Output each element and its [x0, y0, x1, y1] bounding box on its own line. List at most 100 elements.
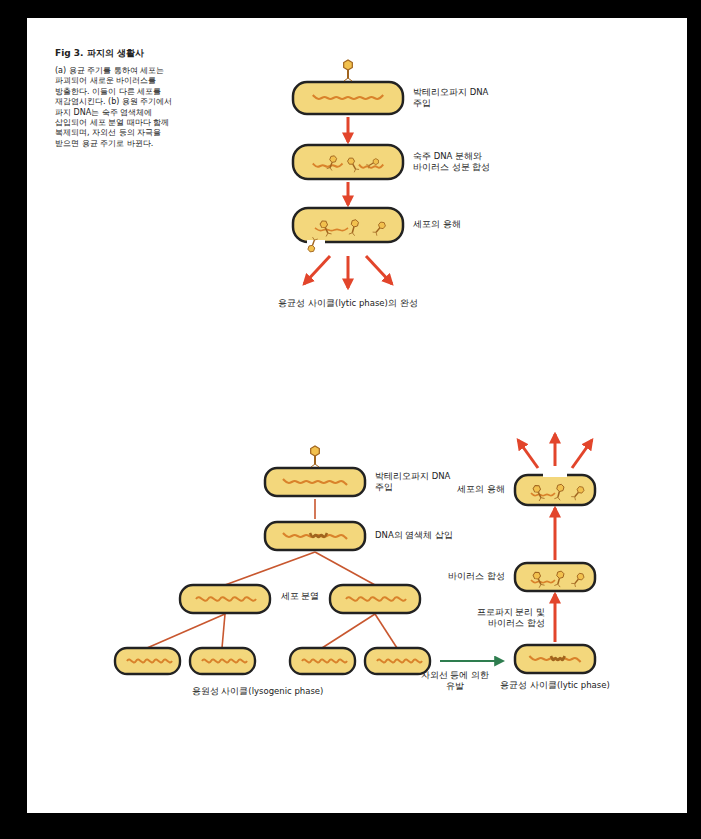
cell-body — [515, 645, 595, 673]
phage — [326, 155, 337, 171]
bacterium-cell — [190, 648, 255, 674]
phage-head — [556, 483, 564, 492]
cell-body — [293, 82, 403, 114]
phage-tail — [369, 163, 373, 165]
step-label: 용균성 사이클(lytic phase) — [500, 680, 610, 691]
bacterium-cell: 박테리오파지 DNA 주입 — [265, 468, 365, 496]
edge-label: 프로파지 분리 및 바이러스 합성 — [467, 607, 545, 629]
phage — [571, 572, 585, 587]
dna-fragment — [315, 228, 348, 231]
phage-legs — [538, 496, 544, 501]
phage-head — [532, 571, 541, 581]
phage-legs — [571, 582, 577, 587]
phage-head — [319, 220, 328, 230]
dna-fragment — [313, 164, 343, 167]
phage — [532, 571, 545, 588]
phage — [554, 570, 564, 587]
bacterium-cell — [115, 648, 180, 674]
annotation: 세포 분열 — [272, 591, 328, 602]
dna-fragment — [531, 493, 555, 496]
release-arrow — [554, 434, 557, 466]
phage-tail — [558, 492, 560, 498]
phage-tail — [314, 456, 316, 464]
prophage-dna — [551, 656, 565, 660]
step-label: 박테리오파지 DNA 주입 — [413, 87, 493, 109]
cell-wall — [515, 645, 595, 673]
phage — [532, 484, 545, 501]
phage-tail — [558, 578, 560, 584]
wall-gap — [307, 240, 325, 244]
phage-tail — [313, 240, 315, 245]
annotation: 용원성 사이클(lysogenic phase) — [150, 686, 365, 697]
phage-tail — [353, 164, 356, 169]
bacterium-cell: 숙주 DNA 분해와 바이러스 성분 합성 — [293, 145, 403, 179]
phage — [554, 483, 564, 500]
phage-head — [347, 157, 356, 166]
phage — [347, 157, 360, 173]
cell-wall — [293, 82, 403, 114]
bacterium-cell: DNA의 염색체 삽입 — [265, 522, 365, 550]
bacterium-cell — [290, 648, 355, 674]
phage — [311, 446, 320, 467]
bacterial-dna — [283, 479, 347, 485]
bacterium-cell — [330, 585, 420, 613]
phage-head — [556, 570, 564, 579]
phage-legs — [571, 495, 577, 500]
tree-line — [225, 552, 315, 585]
bacterium-cell: 박테리오파지 DNA 주입 — [293, 82, 403, 114]
process-arrow — [554, 508, 557, 560]
cell-body — [515, 475, 595, 505]
phage-legs — [325, 232, 331, 237]
process-arrow — [347, 117, 350, 142]
step-label: 세포의 용해 — [443, 484, 505, 495]
process-arrow — [554, 594, 557, 642]
cell-wall — [515, 475, 595, 505]
cell-wall — [265, 468, 365, 496]
phage-head — [311, 446, 320, 456]
bacterium-cell: 용균성 사이클(lytic phase) — [515, 645, 595, 673]
cell-body — [265, 468, 365, 496]
bacterial-dna — [529, 656, 580, 662]
cell-body — [265, 522, 365, 550]
release-arrow — [304, 256, 330, 284]
phage — [344, 60, 353, 81]
phage-legs — [327, 167, 333, 171]
phage — [366, 158, 380, 169]
phage-legs — [538, 583, 544, 588]
phage-head — [372, 158, 380, 165]
tree-line — [315, 552, 375, 585]
phage-legs — [312, 237, 318, 241]
phage-tail — [575, 579, 579, 583]
phage-tail — [325, 228, 328, 233]
phage-legs — [311, 464, 319, 467]
release-arrow — [572, 440, 592, 468]
release-arrows — [304, 256, 592, 468]
phage-legs — [373, 230, 379, 235]
phage-legs — [349, 232, 355, 236]
release-arrow — [366, 256, 392, 284]
phage-tail — [538, 579, 541, 584]
phage-tail — [376, 228, 380, 232]
step-label: 세포의 용해 — [413, 219, 493, 230]
phage — [571, 485, 585, 500]
phage-head — [351, 219, 359, 228]
dna-fragment — [531, 580, 555, 583]
phage-tail — [330, 162, 332, 167]
release-arrow — [518, 440, 538, 468]
annotation: 용균성 사이클(lytic phase)의 완성 — [238, 298, 458, 309]
phage-legs — [554, 583, 560, 587]
tree-line — [375, 614, 397, 648]
phage-legs — [353, 168, 359, 173]
bacterium-cell — [365, 648, 430, 674]
phage — [372, 221, 386, 236]
cell-wall — [293, 208, 403, 242]
figure-title: Fig 3. 파지의 생활사 — [55, 48, 175, 60]
tree-line — [222, 614, 225, 648]
phage — [319, 220, 332, 237]
phage-head — [532, 484, 541, 494]
bacterium-cell — [180, 585, 270, 613]
phage-tail — [538, 492, 541, 497]
phage — [349, 219, 359, 236]
release-arrow — [347, 256, 350, 288]
step-label: 바이러스 합성 — [443, 571, 505, 582]
